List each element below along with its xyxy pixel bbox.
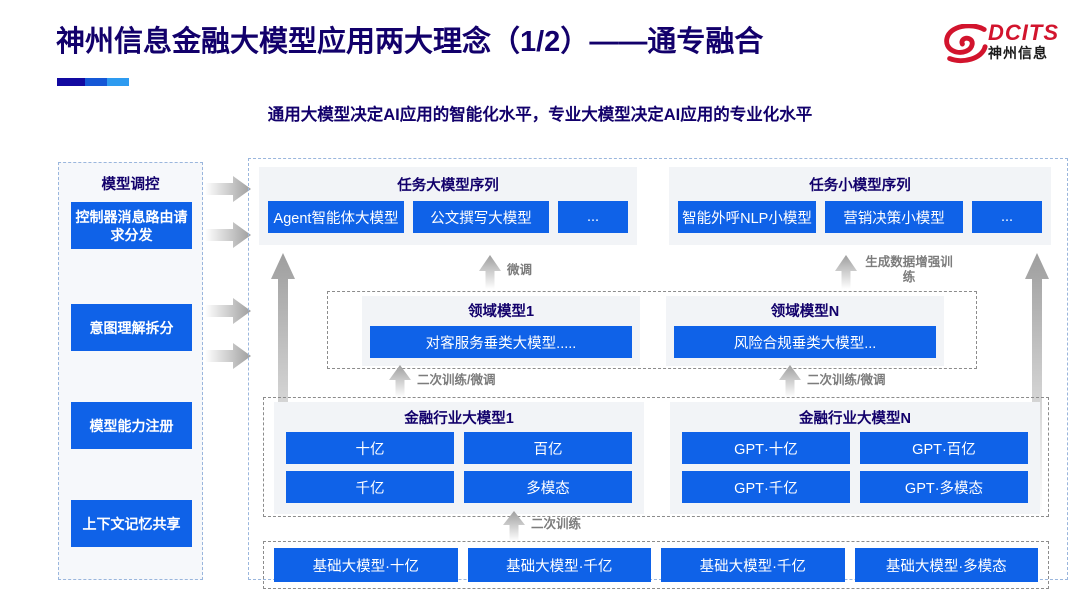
logo-text-cn: 神州信息: [988, 45, 1048, 61]
rule-segment-mid: [85, 78, 107, 86]
chip-customer-service-vertical-model[interactable]: 对客服务垂类大模型.....: [370, 326, 632, 358]
chip-marketing-decision-model[interactable]: 营销决策小模型: [825, 201, 963, 233]
right-arrow-icon-4: [205, 343, 251, 369]
control-item-router[interactable]: 控制器消息路由请求分发: [71, 202, 192, 249]
chip-base-hundred-billion[interactable]: 基础大模型·千亿: [467, 548, 651, 582]
up-arrow-icon-retrain-finetune-1: [389, 365, 411, 397]
chip-fin1-hundred-billion[interactable]: 千亿: [286, 471, 454, 503]
task-small-model-title: 任务小模型序列: [809, 178, 911, 194]
domain-model-1: 领域模型1 对客服务垂类大模型.....: [362, 296, 640, 366]
domain-model-n-title: 领域模型N: [770, 304, 840, 320]
rule-segment-dark: [57, 78, 85, 86]
finance-model-n: 金融行业大模型N GPT·十亿 GPT·百亿 GPT·千亿 GPT·多模态: [670, 402, 1040, 514]
chip-base-multimodal[interactable]: 基础大模型·多模态: [854, 548, 1038, 582]
finance-model-1: 金融行业大模型1 十亿 百亿 千亿 多模态: [274, 402, 644, 514]
finance-model-n-title: 金融行业大模型N: [799, 411, 911, 427]
control-panel-title: 模型调控: [101, 177, 160, 193]
arrow-label-retrain-finetune-1: 二次训练/微调: [417, 373, 496, 387]
chip-more-small[interactable]: ...: [972, 201, 1042, 233]
finance-model-n-chips: GPT·十亿 GPT·百亿 GPT·千亿 GPT·多模态: [670, 428, 1040, 503]
dcits-swirl-icon: [944, 24, 988, 64]
chip-fin1-multimodal[interactable]: 多模态: [464, 471, 632, 503]
dcits-logo: DCITS 神州信息: [944, 20, 1066, 72]
logo-text-en: DCITS: [988, 20, 1059, 45]
logo-wordmark: DCITS 神州信息: [988, 22, 1059, 62]
chip-finn-gpt-hundred-billion[interactable]: GPT·千亿: [682, 471, 850, 503]
chip-finn-gpt-multimodal[interactable]: GPT·多模态: [860, 471, 1028, 503]
chip-fin1-ten-billion[interactable]: 百亿: [464, 432, 632, 464]
finance-model-1-chips: 十亿 百亿 千亿 多模态: [274, 428, 644, 503]
chip-more-big[interactable]: ...: [558, 201, 628, 233]
up-arrow-icon-right-long: [1025, 253, 1049, 517]
up-arrow-icon-finetune: [479, 255, 501, 289]
chip-fin1-billion[interactable]: 十亿: [286, 432, 454, 464]
domain-model-n: 领域模型N 风险合规垂类大模型...: [666, 296, 944, 366]
right-arrow-icon-1: [205, 176, 251, 202]
chip-finn-gpt-billion[interactable]: GPT·十亿: [682, 432, 850, 464]
page-title: 神州信息金融大模型应用两大理念（1/2）——通专融合: [56, 26, 764, 58]
control-item-intent[interactable]: 意图理解拆分: [71, 304, 192, 351]
up-arrow-icon-left-long: [271, 253, 295, 517]
finance-model-group: 金融行业大模型1 十亿 百亿 千亿 多模态 金融行业大模型N GPT·十亿 GP…: [263, 397, 1049, 517]
domain-model-group: 领域模型1 对客服务垂类大模型..... 领域模型N 风险合规垂类大模型...: [327, 291, 977, 369]
model-control-panel: 模型调控 控制器消息路由请求分发 意图理解拆分 模型能力注册 上下文记忆共享: [58, 162, 203, 580]
up-arrow-icon-retrain-finetune-2: [779, 365, 801, 397]
right-arrow-icon-2: [205, 222, 251, 248]
chip-risk-compliance-vertical-model[interactable]: 风险合规垂类大模型...: [674, 326, 936, 358]
title-accent-rule: [57, 78, 129, 86]
chip-agent-model[interactable]: Agent智能体大模型: [268, 201, 404, 233]
rule-segment-light: [107, 78, 129, 86]
task-big-model-panel: 任务大模型序列 Agent智能体大模型 公文撰写大模型 ...: [259, 167, 637, 245]
arrow-label-retrain-finetune-2: 二次训练/微调: [807, 373, 886, 387]
page-subtitle: 通用大模型决定AI应用的智能化水平，专业大模型决定AI应用的专业化水平: [267, 106, 813, 124]
chip-base-billion[interactable]: 基础大模型·十亿: [274, 548, 458, 582]
chip-document-writing-model[interactable]: 公文撰写大模型: [413, 201, 549, 233]
up-arrow-icon-data-augmentation: [835, 255, 857, 289]
up-arrow-icon-retrain: [503, 511, 525, 541]
arrow-label-retrain: 二次训练: [531, 517, 582, 531]
chip-base-hundred-billion-2[interactable]: 基础大模型·千亿: [661, 548, 845, 582]
chip-outbound-nlp-model[interactable]: 智能外呼NLP小模型: [678, 201, 816, 233]
task-small-model-chips: 智能外呼NLP小模型 营销决策小模型 ...: [669, 201, 1051, 233]
arrow-label-finetune: 微调: [507, 263, 533, 277]
task-big-model-title: 任务大模型序列: [397, 178, 499, 194]
task-small-model-panel: 任务小模型序列 智能外呼NLP小模型 营销决策小模型 ...: [669, 167, 1051, 245]
chip-finn-gpt-ten-billion[interactable]: GPT·百亿: [860, 432, 1028, 464]
finance-model-1-title: 金融行业大模型1: [404, 411, 514, 427]
architecture-diagram: 任务大模型序列 Agent智能体大模型 公文撰写大模型 ... 任务小模型序列 …: [248, 158, 1068, 589]
domain-model-1-title: 领域模型1: [467, 304, 535, 320]
base-model-group: 基础大模型·十亿 基础大模型·千亿 基础大模型·千亿 基础大模型·多模态: [263, 541, 1049, 589]
arrow-label-data-augmentation: 生成数据增强训练: [865, 255, 953, 284]
page-header: 神州信息金融大模型应用两大理念（1/2）——通专融合 通用大模型决定AI应用的智…: [0, 0, 1080, 140]
task-big-model-chips: Agent智能体大模型 公文撰写大模型 ...: [259, 201, 637, 233]
control-item-registry[interactable]: 模型能力注册: [71, 402, 192, 449]
control-item-memory[interactable]: 上下文记忆共享: [71, 500, 192, 547]
right-arrow-icon-3: [205, 298, 251, 324]
